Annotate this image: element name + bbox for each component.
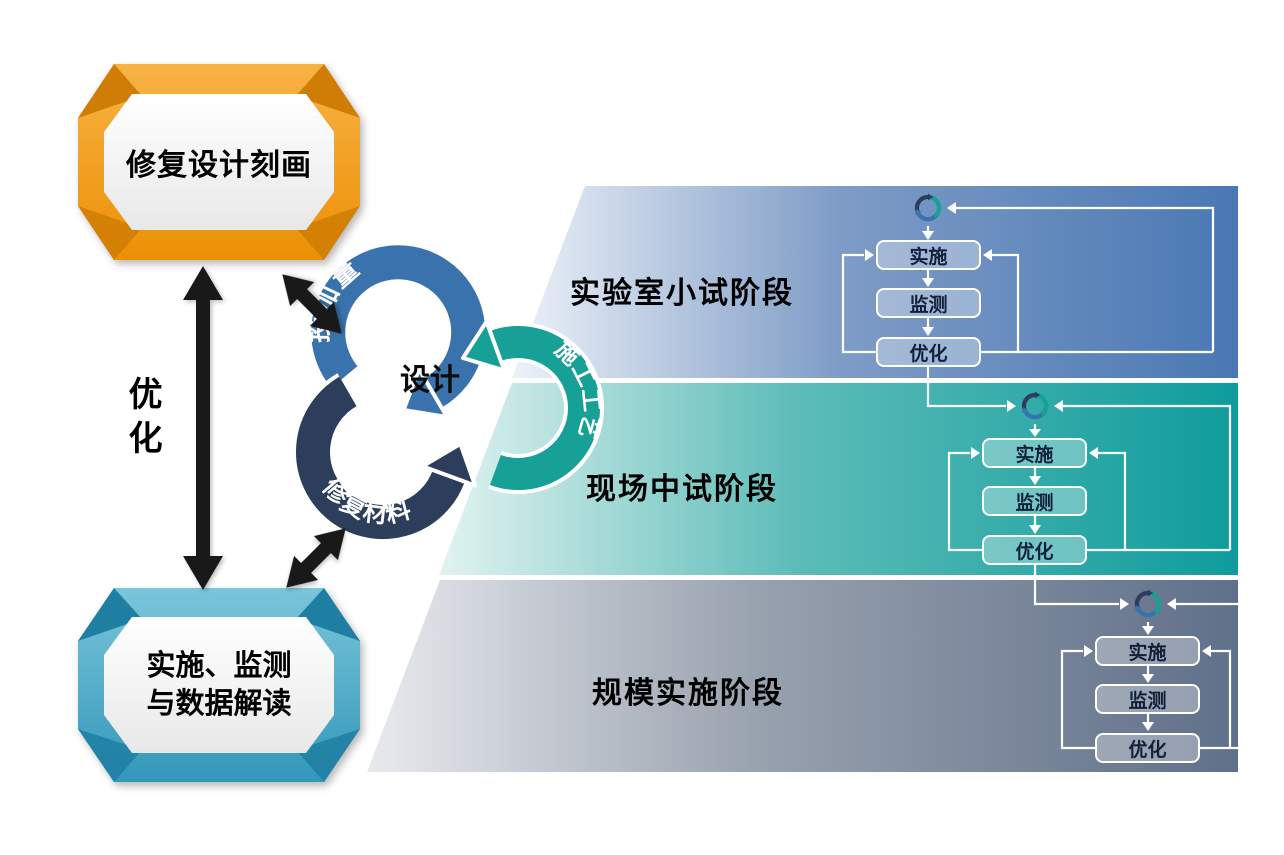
cycle-to-banner-doublearrow <box>286 528 346 588</box>
implementation-banner-label: 实施、监测 与数据解读 <box>76 586 362 784</box>
design-cycle: 投加量 施工工艺 修复材料 设计 <box>292 241 605 543</box>
stage1-cycle-icon <box>915 194 940 220</box>
cycle-center-label: 设计 <box>400 363 460 398</box>
stage3-arrowheads <box>1084 598 1211 731</box>
stage-band-lab <box>512 186 1238 378</box>
stage3-step-optimization: 优化 <box>1095 733 1200 763</box>
banner-to-cycle-doublearrow <box>282 274 342 334</box>
stage2-step-implementation: 实施 <box>982 438 1087 468</box>
stage2-step-monitoring: 监测 <box>982 486 1087 516</box>
stage1-step-optimization: 优化 <box>876 337 981 367</box>
stage2-title: 现场中试阶段 <box>586 472 778 507</box>
stage1-arrowheads <box>865 202 1016 412</box>
stage2-cycle-icon <box>1022 392 1047 418</box>
ring-material <box>296 376 465 539</box>
design-banner-label: 修复设计刻画 <box>126 148 312 183</box>
svg-text:施工工艺: 施工工艺 <box>549 336 604 442</box>
implementation-banner-line2: 与数据解读 <box>146 686 292 720</box>
stage2-step-optimization: 优化 <box>982 535 1087 565</box>
stage3-cycle-icon <box>1135 590 1160 616</box>
stage3-step-implementation: 实施 <box>1095 636 1200 666</box>
optimization-label: 优化 <box>122 376 162 464</box>
ring-material-arrowhead <box>420 441 478 488</box>
ring-process-arrowhead <box>461 319 507 373</box>
ring-dosage-arrowhead <box>401 367 449 419</box>
ring-process-label: 施工工艺 <box>549 336 603 442</box>
optimization-doublearrow <box>183 266 223 590</box>
stage3-title: 规模实施阶段 <box>592 676 784 711</box>
implementation-banner: 实施、监测 与数据解读 <box>76 586 362 784</box>
stage1-connectors <box>841 206 1215 408</box>
stage-band-scale <box>367 580 1238 772</box>
implementation-banner-line1: 实施、监测 <box>146 648 292 683</box>
stage1-title: 实验室小试阶段 <box>570 276 794 311</box>
stage2-connectors <box>947 404 1232 606</box>
stage1-step-implementation: 实施 <box>876 240 981 270</box>
stage1-step-monitoring: 监测 <box>876 288 981 318</box>
design-banner: 修复设计刻画 <box>76 62 362 262</box>
stage3-step-monitoring: 监测 <box>1095 684 1200 714</box>
stage2-arrowheads <box>971 400 1129 610</box>
ring-process <box>489 326 601 490</box>
